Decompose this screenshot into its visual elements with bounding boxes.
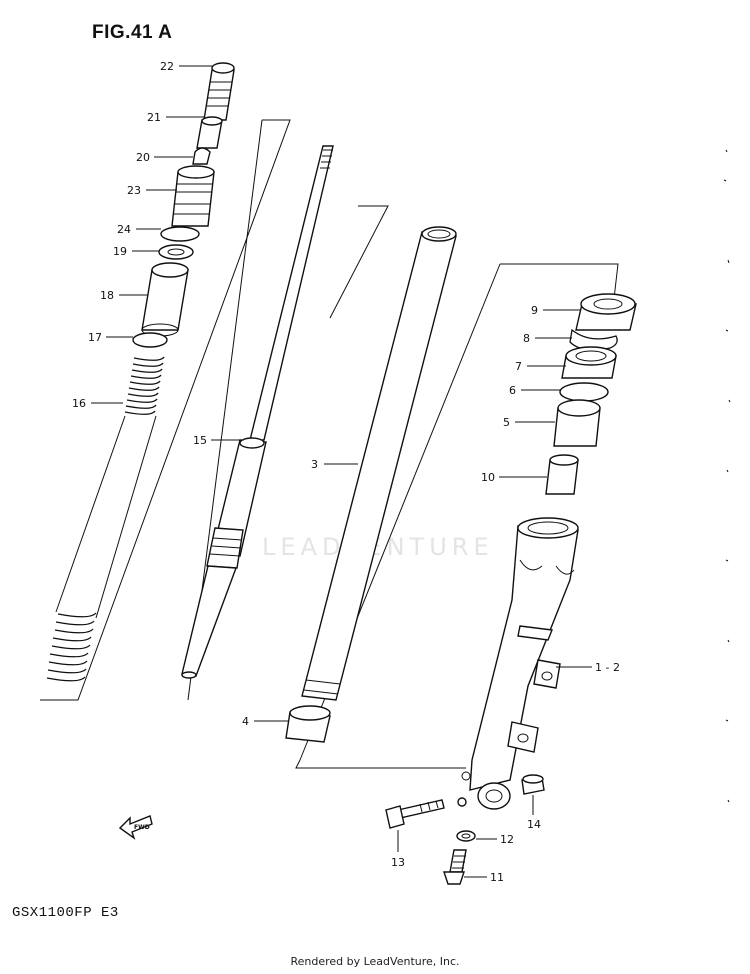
callout-24: 24	[117, 223, 131, 236]
callout-13: 13	[391, 856, 405, 869]
part-18-spacer-tube	[141, 262, 189, 337]
part-23-adjuster	[171, 165, 215, 227]
footer-credit: Rendered by LeadVenture, Inc.	[290, 955, 460, 968]
part-6-washer	[559, 382, 609, 402]
callout-4: 4	[242, 715, 249, 728]
group-outline-fork-tube	[295, 759, 466, 769]
callout-18: 18	[100, 289, 114, 302]
part-20-cap	[192, 147, 211, 165]
callout-21: 21	[147, 111, 161, 124]
part-12-washer	[456, 830, 476, 842]
figure-title: FIG.41 A	[92, 22, 173, 43]
callout-12: 12	[500, 833, 514, 846]
part-14-nut	[521, 774, 545, 795]
part-10-sleeve	[545, 454, 579, 495]
callout-7: 7	[515, 360, 522, 373]
part-19-washer	[158, 244, 194, 260]
part-15-damper-rod	[181, 145, 334, 679]
part-3-inner-tube	[301, 226, 457, 701]
callout-10: 10	[481, 471, 495, 484]
group-outline-spring	[40, 119, 291, 701]
callout-16: 16	[72, 397, 86, 410]
part-21-spacer	[196, 116, 223, 149]
group-outline-inner-tube	[329, 205, 389, 319]
fwd-direction-arrow: FWD	[118, 815, 153, 840]
callout-6: 6	[509, 384, 516, 397]
callout-22: 22	[160, 60, 174, 73]
callout-20: 20	[136, 151, 150, 164]
part-24-o-ring	[160, 226, 200, 242]
callout-11: 11	[490, 871, 504, 884]
part-13-bolt	[385, 797, 467, 829]
callout-9: 9	[531, 304, 538, 317]
callout-14: 14	[527, 818, 541, 831]
part-16-fork-spring	[46, 356, 165, 682]
leader-lines	[91, 65, 592, 878]
callout-23: 23	[127, 184, 141, 197]
part-1-2-outer-slider	[461, 517, 579, 810]
scan-edge-marks	[723, 149, 731, 803]
part-17-washer	[132, 332, 168, 348]
part-5-bushing	[553, 399, 601, 447]
callout-15: 15	[193, 434, 207, 447]
callout-3: 3	[311, 458, 318, 471]
part-9-dust-seal	[575, 293, 637, 331]
part-11-drain-screw	[443, 849, 467, 885]
part-22-cap-bolt	[203, 62, 235, 121]
part-4-bushing	[285, 705, 331, 743]
fwd-label: FWD	[134, 824, 150, 831]
callout-1-2: 1 - 2	[595, 661, 620, 674]
callout-17: 17	[88, 331, 102, 344]
part-7-oil-seal	[561, 346, 617, 379]
callout-8: 8	[523, 332, 530, 345]
callout-labels: 22 21 20 23 24 19 18 17 16 15 3 9 8 7 6 …	[72, 60, 620, 884]
model-code: GSX1100FP E3	[12, 905, 119, 921]
callout-5: 5	[503, 416, 510, 429]
callout-19: 19	[113, 245, 127, 258]
